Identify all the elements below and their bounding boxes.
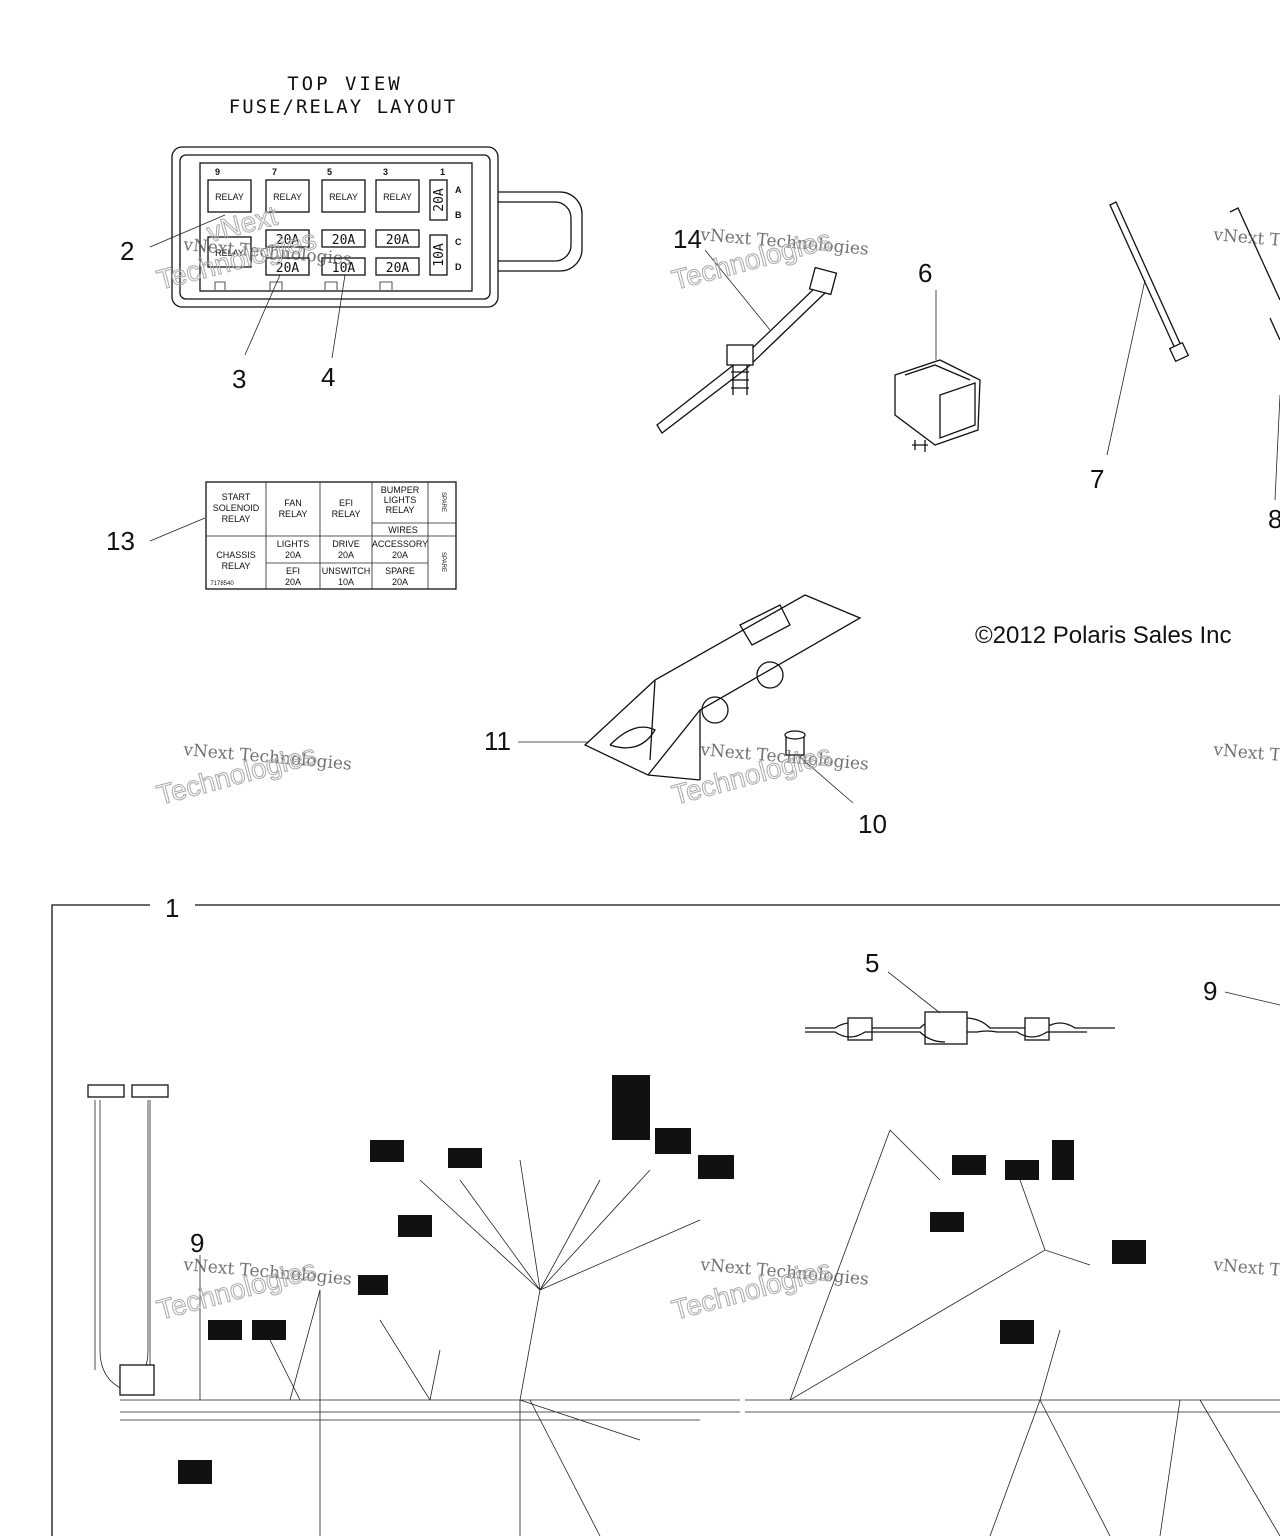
callout-9: 9 — [1203, 976, 1217, 1006]
label-cell: 20A — [338, 550, 354, 560]
label-cell: RELAY — [279, 509, 308, 519]
slot-number: 9 — [215, 167, 220, 177]
callout-3: 3 — [232, 364, 246, 394]
row-letter: A — [455, 185, 462, 195]
slot-number: 1 — [440, 167, 445, 177]
cable-tie-large — [1229, 207, 1280, 341]
cable-tie — [1109, 201, 1190, 363]
label-cell: SPARE — [440, 492, 446, 512]
label-cell: START — [222, 492, 251, 502]
harness-frame — [51, 904, 1280, 1536]
callout-1: 1 — [165, 893, 179, 923]
fuse-20a: 20A — [332, 233, 356, 248]
connector-clip — [894, 359, 981, 452]
push-rivet — [784, 730, 806, 756]
relay-label: RELAY — [215, 192, 244, 202]
label-cell: UNSWITCH — [322, 566, 371, 576]
fuse-relay-label: START SOLENOID RELAY FAN RELAY EFI RELAY… — [205, 481, 457, 590]
fuse-20a: 20A — [276, 261, 300, 276]
fuse-20a: 20A — [276, 233, 300, 248]
copyright-notice: ©2012 Polaris Sales Inc — [975, 622, 1232, 649]
callout-7: 7 — [1090, 464, 1104, 494]
row-letter: B — [455, 210, 462, 220]
label-cell: BUMPER — [381, 485, 420, 495]
label-part-number: 7178540 — [210, 581, 234, 587]
fuse-layout-title-2: FUSE/RELAY LAYOUT — [229, 96, 457, 118]
label-cell: RELAY — [386, 505, 415, 515]
label-cell: CHASSIS — [216, 550, 256, 560]
wire-harness-drawing — [87, 1075, 1280, 1536]
callout-9: 9 — [190, 1228, 204, 1258]
label-cell: LIGHTS — [277, 539, 310, 549]
label-cell: 20A — [392, 577, 408, 587]
callout-11: 11 — [484, 726, 511, 756]
svg-text:vNext Technologies: vNext Technologies — [1212, 225, 1280, 260]
callout-6: 6 — [918, 258, 932, 288]
fuse-10a: 10A — [332, 261, 356, 276]
label-cell: RELAY — [332, 509, 361, 519]
fuse-20a: 20A — [386, 233, 410, 248]
label-cell: DRIVE — [332, 539, 360, 549]
label-cell: 20A — [392, 550, 408, 560]
callout-13: 13 — [106, 526, 135, 556]
callout-2: 2 — [120, 236, 134, 266]
slot-number: 3 — [383, 167, 388, 177]
label-cell: SOLENOID — [213, 503, 260, 513]
row-letter: D — [455, 262, 462, 272]
label-cell: EFI — [339, 498, 353, 508]
fuse-layout-title-1: TOP VIEW — [287, 73, 403, 95]
fuse-box: 9 7 5 3 1 RELAY RELAY RELAY RELAY RELAY … — [171, 146, 583, 308]
callout-10: 10 — [858, 809, 887, 839]
label-cell: RELAY — [222, 561, 251, 571]
fuse-20a: 20A — [386, 261, 410, 276]
label-cell: FAN — [284, 498, 302, 508]
svg-text:vNext Technologies: vNext Technologies — [1212, 1255, 1280, 1290]
fuse-side-20a: 20A — [432, 188, 447, 212]
fuse-side-10a: 10A — [432, 243, 447, 267]
label-cell: ACCESSORY — [372, 539, 428, 549]
label-cell: LIGHTS — [384, 495, 417, 505]
label-cell: SPARE — [440, 552, 446, 572]
svg-text:vNext Technologies: vNext Technologies — [1212, 740, 1280, 775]
label-cell: 10A — [338, 577, 354, 587]
label-cell: SPARE — [385, 566, 415, 576]
label-cell: 20A — [285, 577, 301, 587]
label-cell: WIRES — [388, 525, 418, 535]
relay-label: RELAY — [329, 192, 358, 202]
label-cell: EFI — [286, 566, 300, 576]
slot-number: 5 — [327, 167, 332, 177]
callout-14: 14 — [673, 224, 702, 254]
fuse-box-bracket — [583, 594, 862, 781]
label-cell: RELAY — [222, 514, 251, 524]
slot-number: 7 — [272, 167, 277, 177]
row-letter: C — [455, 237, 462, 247]
callout-4: 4 — [321, 362, 335, 392]
callout-5: 5 — [865, 948, 879, 978]
label-cell: 20A — [285, 550, 301, 560]
relay-label: RELAY — [383, 192, 412, 202]
callout-8: 8 — [1268, 504, 1280, 534]
relay-label: RELAY — [273, 192, 302, 202]
relay-label: RELAY — [215, 248, 244, 258]
push-mount-cable-tie — [656, 266, 838, 434]
inline-fuse-holder — [805, 1011, 1115, 1045]
